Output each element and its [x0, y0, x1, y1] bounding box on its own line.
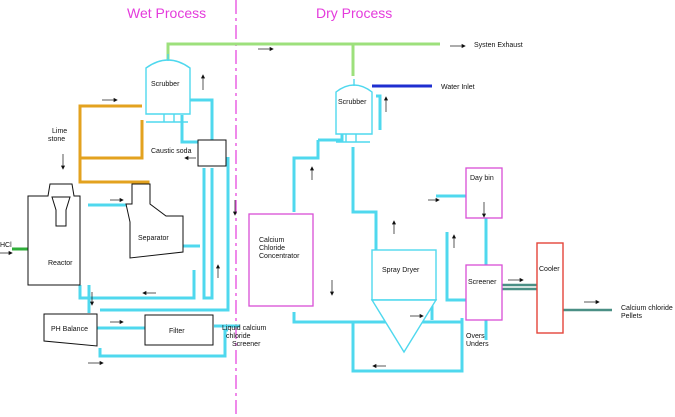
arrow-down-icon	[89, 292, 95, 306]
overs-label: Overs	[466, 333, 485, 340]
cooler-links	[502, 283, 612, 312]
filter-label: Filter	[169, 328, 185, 335]
ph-balance-tank	[43, 313, 98, 347]
system-exhaust-label: Systen Exhaust	[474, 42, 523, 49]
reactor-label: Reactor	[48, 260, 73, 267]
liquid-label-3: Screener	[232, 341, 261, 348]
concentrator-label-1: Calcium	[259, 237, 284, 244]
liquid-label-2: chloride	[226, 333, 251, 340]
arrow-right-icon	[110, 197, 124, 203]
exhaust-lines	[166, 42, 440, 76]
arrow-left-icon	[184, 155, 196, 161]
cooler-label: Cooler	[539, 266, 560, 273]
arrow-right-icon	[428, 197, 440, 203]
arrow-right-icon	[0, 250, 13, 256]
arrow-right-icon	[258, 46, 274, 52]
hcl-label: HCl	[0, 242, 12, 249]
arrow-up-icon	[309, 166, 315, 180]
arrow-right-icon	[410, 313, 424, 319]
arrow-right-icon	[110, 319, 124, 325]
pellets-label-2: Pellets	[621, 313, 643, 320]
dry-scrubber-label: Scrubber	[338, 99, 367, 106]
filter-unit	[144, 314, 214, 346]
ph-balance-label: PH Balance	[51, 326, 88, 333]
arrow-up-icon	[383, 96, 389, 112]
arrow-up-icon	[451, 234, 457, 248]
pellets-label-1: Calcium chloride	[621, 305, 673, 312]
arrow-right-icon	[584, 299, 600, 305]
flow-arrows	[0, 43, 600, 369]
spray-dryer-label: Spray Dryer	[382, 267, 420, 274]
arrow-left-icon	[372, 363, 386, 369]
caustic-soda-tank	[197, 139, 227, 167]
dry-scrubber	[335, 79, 373, 143]
unders-label: Unders	[466, 341, 489, 348]
arrow-down-icon	[232, 200, 238, 216]
calcium-chloride-concentrator	[248, 213, 314, 307]
separator-label: Separator	[138, 235, 169, 242]
water-inlet-label: Water Inlet	[441, 84, 475, 91]
limestone-label-1: Lime	[52, 128, 67, 135]
arrow-up-icon	[200, 74, 206, 90]
cooler	[536, 242, 564, 334]
reactor	[27, 183, 81, 286]
arrow-right-icon	[508, 277, 524, 283]
spray-dryer	[370, 249, 438, 354]
arrow-down-icon	[329, 280, 335, 296]
limestone-label-2: stone	[48, 136, 65, 143]
concentrator-label-3: Concentrator	[259, 253, 300, 260]
separator	[125, 183, 184, 259]
wet-scrubber	[145, 54, 191, 123]
arrow-down-icon	[481, 202, 487, 218]
arrow-up-icon	[391, 220, 397, 234]
concentrator-label-2: Chloride	[259, 245, 285, 252]
arrow-right-icon	[450, 43, 466, 49]
arrow-down-icon	[60, 154, 66, 170]
arrow-right-icon	[88, 360, 104, 366]
wet-process-header: Wet Process	[127, 5, 206, 21]
caustic-soda-label: Caustic soda	[151, 148, 192, 155]
arrow-left-icon	[142, 290, 156, 296]
arrow-up-icon	[215, 264, 221, 278]
dry-process-header: Dry Process	[316, 5, 392, 21]
wet-scrubber-label: Scrubber	[151, 81, 180, 88]
day-bin-label: Day bin	[470, 175, 494, 182]
arrow-right-icon	[102, 97, 118, 103]
screener-label: Screener	[468, 279, 497, 286]
liquid-label-1: Liquid calcium	[222, 325, 267, 332]
screener	[465, 264, 503, 321]
